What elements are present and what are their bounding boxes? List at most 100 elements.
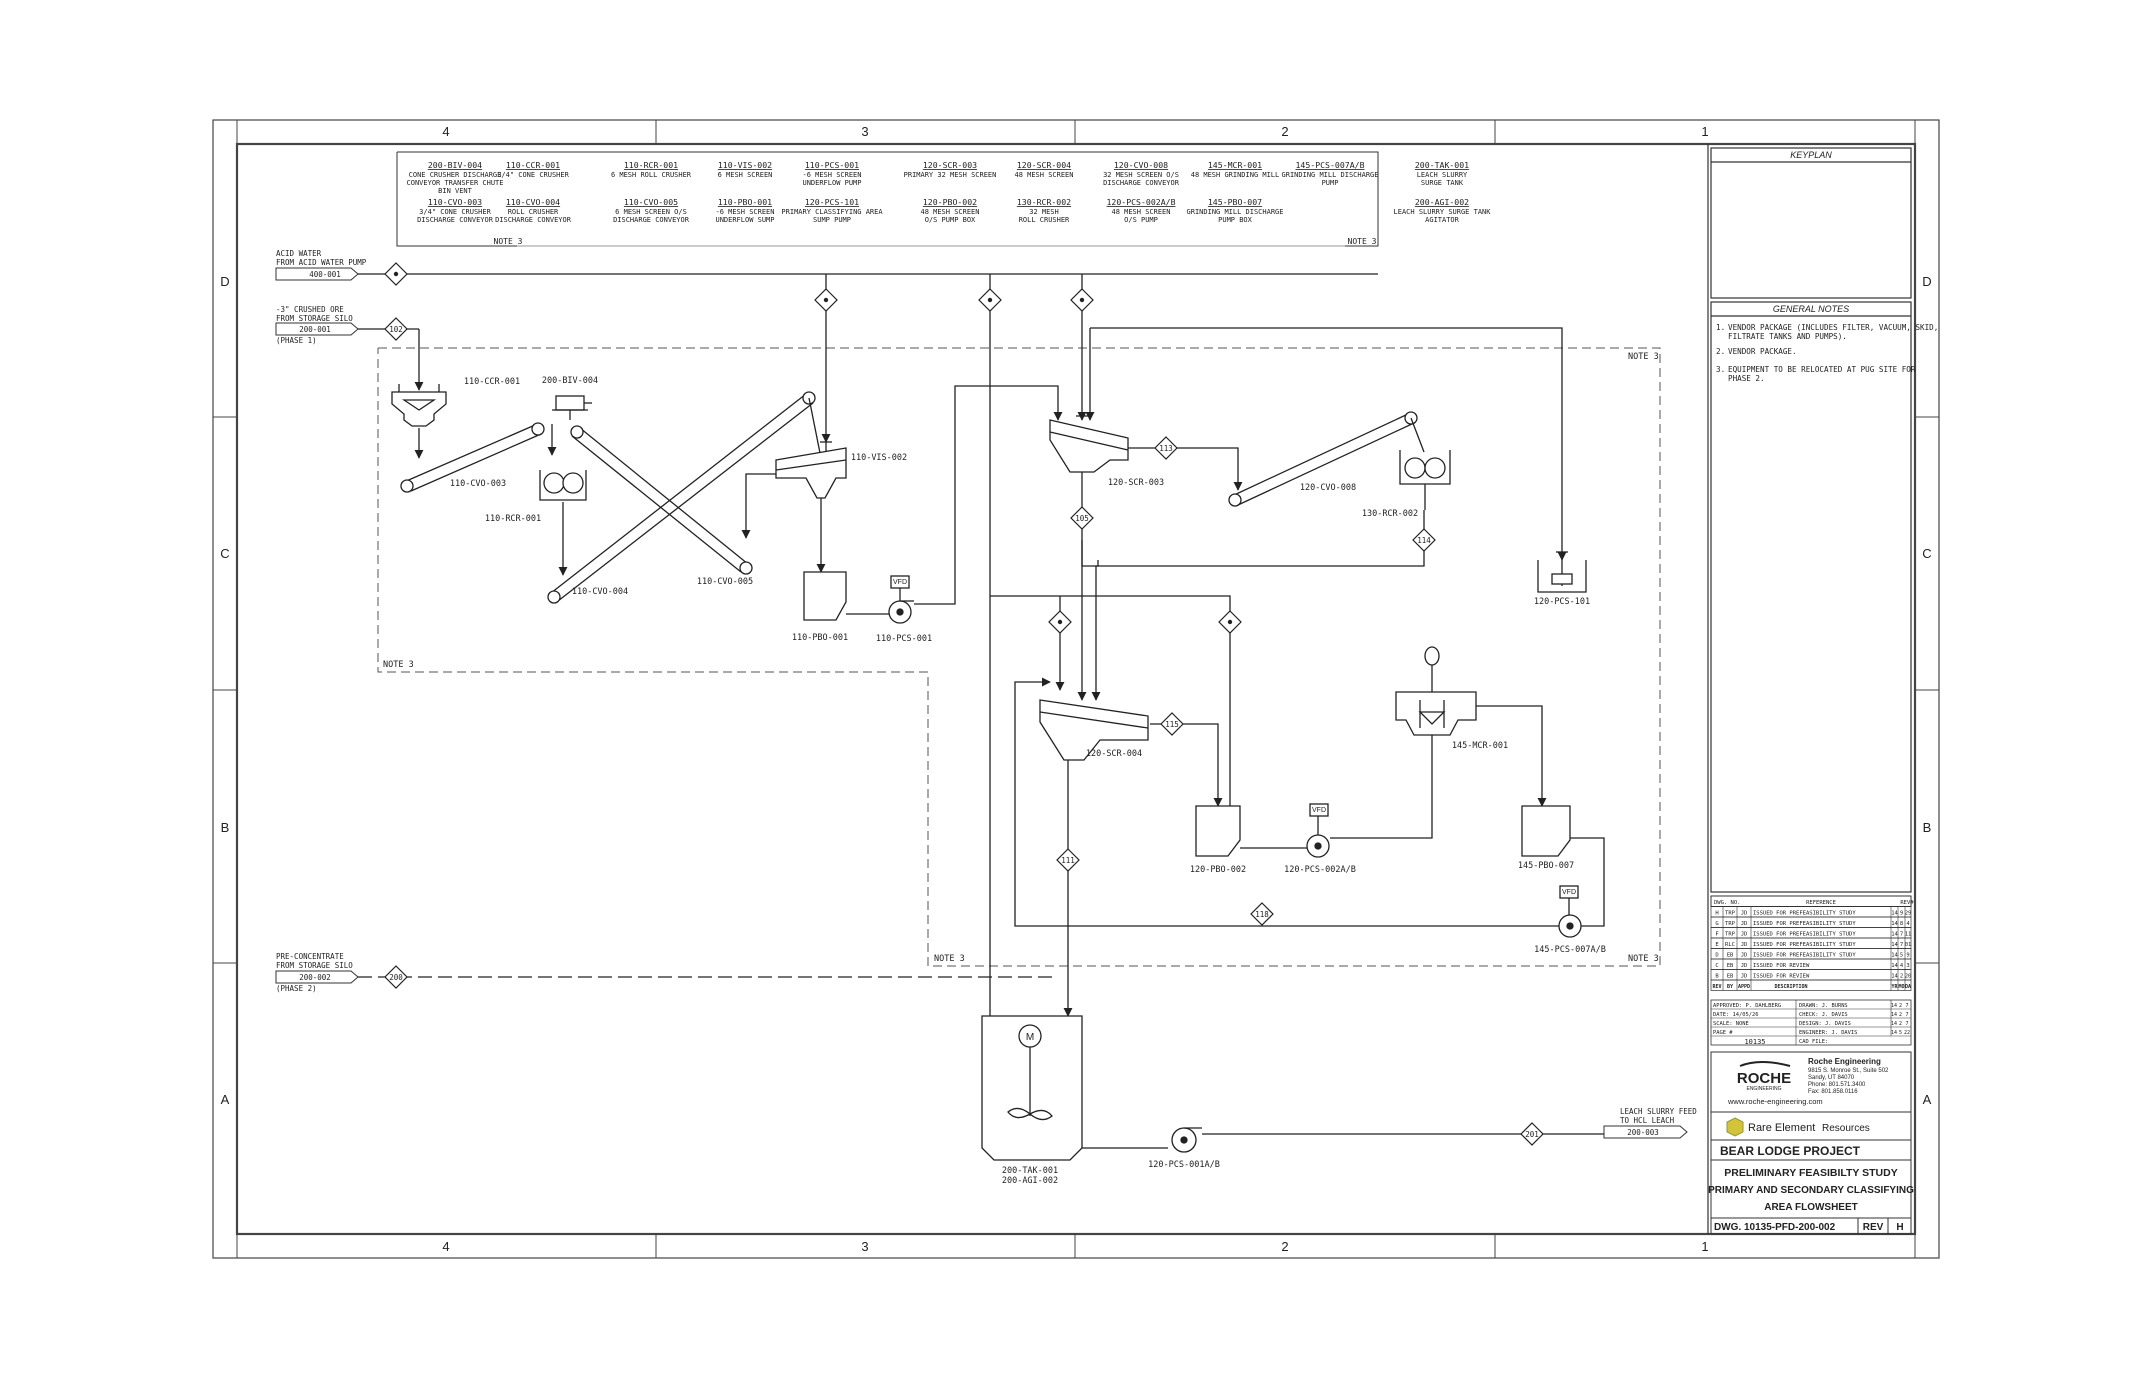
agitator-motor-label: M [1026,1032,1034,1043]
svg-text:BIN VENT: BIN VENT [438,187,473,195]
tag-110-cvo-003: 110-CVO-003 [450,479,506,489]
rev-table-cell: 14 [1891,963,1898,969]
conveyor-003-icon [400,422,545,493]
rev-table-cell: JD [1741,911,1748,917]
general-note-line: VENDOR PACKAGE (INCLUDES FILTER, VACUUM,… [1728,323,1938,332]
stream-number-marker [1048,610,1072,634]
rev-table-col-header: YR [1891,984,1898,990]
area-note-bottom-left: NOTE 3 [934,954,965,964]
svg-text:120-PBO-002: 120-PBO-002 [923,197,977,207]
svg-text:UNDERFLOW PUMP: UNDERFLOW PUMP [802,179,861,187]
legend-note-left: NOTE 3 [494,237,523,246]
legend-note-right: NOTE 3 [1348,237,1377,246]
general-note-line: EQUIPMENT TO BE RELOCATED AT PUG SITE FO… [1728,365,1916,374]
crushed-ore-phase: (PHASE 1) [276,336,317,345]
signoff-left-field: PAGE # [1713,1030,1733,1036]
grinding-mill-icon [1395,646,1477,736]
client-brand: Rare Element [1748,1122,1815,1134]
roche-web: www.roche-engineering.com [1727,1097,1823,1106]
pre-concentrate-label: PRE-CONCENTRATE [276,952,344,961]
svg-text:48 MESH SCREEN: 48 MESH SCREEN [920,208,979,216]
rev-table-header: REFERENCE [1806,900,1836,906]
crushed-ore-source: FROM STORAGE SILO [276,314,353,323]
grid-row-c-right: C [1922,546,1931,561]
svg-text:6 MESH SCREEN: 6 MESH SCREEN [718,171,773,179]
signoff-date-cell: 2 [1899,1021,1902,1027]
svg-text:GRINDING MILL DISCHARGE: GRINDING MILL DISCHARGE [1282,171,1379,179]
rev-table-cell: 14 [1891,974,1898,980]
rev-table-cell: 9 [1900,911,1903,917]
svg-text:PRIMARY 32 MESH SCREEN: PRIMARY 32 MESH SCREEN [904,171,997,179]
signoff-left-field: APPROVED: P. DAHLBERG [1713,1003,1781,1009]
roche-logo-swoosh-icon [1739,1061,1791,1067]
vfd-label-pcs-007: VFD [1562,889,1576,896]
signoff-date-cell: 14 [1891,1012,1897,1018]
pre-concentrate-tag: 200-002 [299,973,331,982]
roche-name: Roche Engineering [1808,1057,1881,1066]
rev-table-cell: 29 [1905,911,1912,917]
tag-120-pcs-002ab: 120-PCS-002A/B [1284,865,1356,875]
roll-crusher-001-icon [539,470,587,501]
signoff-date-cell: 14 [1891,1030,1897,1036]
rev-table-col-header: DESCRIPTION [1774,984,1807,990]
roll-crusher-002-icon [1399,450,1451,510]
pump-001-icon [846,575,914,624]
signoff-right-field: ENGINEER: J. DAVIS [1799,1030,1857,1036]
pre-concentrate-phase: (PHASE 2) [276,984,317,993]
rev-table-cell: JD [1741,921,1748,927]
rev-table-cell: TRP [1725,921,1736,927]
svg-text:200-TAK-001: 200-TAK-001 [1415,160,1469,170]
rev-table-cell: EB [1727,953,1734,959]
svg-text:145-MCR-001: 145-MCR-001 [1208,160,1262,170]
client-block: Rare Element Resources [1710,1111,1912,1141]
svg-text:SUMP PUMP: SUMP PUMP [813,216,851,224]
svg-text:SURGE TANK: SURGE TANK [1421,179,1464,187]
rev-table-cell: C [1715,963,1718,969]
rev-table-cell: ISSUED FOR PREFEASIBILITY STUDY [1753,942,1856,948]
acid-water-tag: 400-001 [309,270,341,279]
drawing-title-3: AREA FLOWSHEET [1764,1202,1858,1213]
area-boundaries [377,347,1661,967]
svg-text:200-BIV-004: 200-BIV-004 [428,160,482,170]
rev-table-cell: 7 [1900,942,1903,948]
rev-table-col-header: DA [1905,984,1911,990]
general-notes-list: 1.VENDOR PACKAGE (INCLUDES FILTER, VACUU… [1716,323,1938,383]
screen-003-icon [1049,415,1129,473]
svg-text:32 MESH: 32 MESH [1029,208,1059,216]
sump-pump-101-icon [1537,551,1587,593]
svg-text:110-CVO-004: 110-CVO-004 [506,197,560,207]
signoff-date-cell: 22 [1904,1030,1910,1036]
tag-110-rcr-001: 110-RCR-001 [485,514,541,524]
grid-col-1-bottom: 1 [1701,1239,1708,1254]
vibrating-screen-002-icon [775,441,847,499]
rev-table-col-header: APPD [1738,984,1750,990]
grid-col-3-top: 3 [861,124,868,139]
project-name: BEAR LODGE PROJECT [1720,1144,1861,1158]
roche-city: Sandy, UT 84070 [1808,1075,1855,1081]
svg-text:3/4" CONE CRUSHER: 3/4" CONE CRUSHER [497,171,569,179]
bin-vent-icon [552,395,592,420]
roche-block: ROCHE ENGINEERING Roche Engineering 9815… [1710,1051,1912,1113]
rev-table-cell: JD [1741,932,1748,938]
svg-text:201: 201 [1525,1130,1539,1139]
tag-110-cvo-004: 110-CVO-004 [572,587,628,597]
conveyor-004-icon [547,391,822,604]
grid-col-1-top: 1 [1701,124,1708,139]
rev-table-cell: 14 [1891,932,1898,938]
svg-text:120-SCR-004: 120-SCR-004 [1017,160,1071,170]
stream-number-marker [1070,288,1094,312]
rev-table-cell: 5 [1900,953,1903,959]
svg-text:LEACH SLURRY SURGE TANK: LEACH SLURRY SURGE TANK [1394,208,1492,216]
stream-number-marker: 105 [1070,506,1094,530]
vfd-label-pcs-002: VFD [1312,807,1326,814]
rev-table-cell: JD [1741,974,1748,980]
